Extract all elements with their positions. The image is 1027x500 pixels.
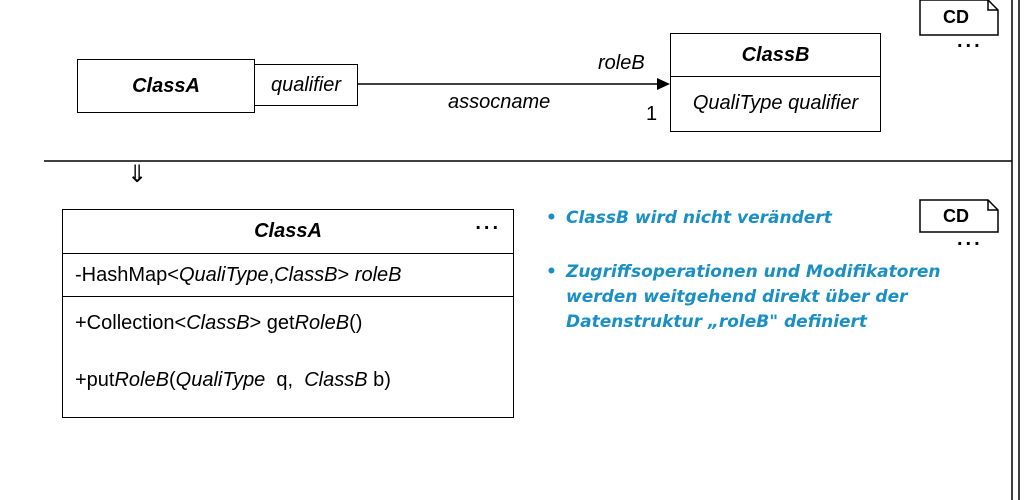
note-item: • Zugriffsoperationen und Modifikatoren … (546, 260, 998, 335)
qualifier-box: qualifier (254, 64, 358, 106)
classA-bottom-name: ClassA (63, 210, 513, 254)
note-bullet: • (546, 262, 557, 282)
cd-tag-bottom-shape (919, 199, 999, 233)
note-bullet: • (546, 208, 557, 228)
cd-top-ellipsis: ... (957, 30, 983, 52)
classA-bottom-box: ClassA ... -HashMap< QualiType , ClassB … (62, 209, 514, 418)
classA-top-name: ClassA (132, 74, 200, 97)
association-arrowhead (657, 78, 670, 90)
classB-name: ClassB (671, 34, 880, 77)
association-role: roleB (598, 52, 645, 74)
cd-bottom-ellipsis: ... (957, 228, 983, 250)
note-item: • ClassB wird nicht verändert (546, 206, 906, 231)
classA-attribute-row: -HashMap< QualiType , ClassB > roleB (63, 254, 513, 297)
cd-tag-top: CD (943, 7, 969, 27)
classA-bottom-ellipsis: ... (475, 212, 501, 234)
classA-top-box: ClassA (77, 59, 255, 113)
cd-tag-bottom: CD (943, 205, 969, 226)
classB-box: ClassB QualiType qualifier (670, 33, 881, 132)
association-multiplicity: 1 (646, 103, 658, 125)
association-name: assocname (448, 91, 551, 113)
note-text: ClassB wird nicht verändert (566, 208, 832, 228)
transform-arrow-icon: ⇓ (127, 160, 148, 188)
note-text: Zugriffsoperationen und Modifikatoren we… (566, 262, 941, 332)
qualifier-label: qualifier (270, 73, 342, 96)
cd-tag-top-shape (919, 0, 999, 36)
classA-method-getRoleB: +Collection< ClassB > get RoleB () (75, 311, 363, 334)
classB-attribute: QualiType qualifier (692, 91, 859, 114)
classA-method-putRoleB: +put RoleB ( QualiType q, ClassB b) (75, 368, 391, 391)
